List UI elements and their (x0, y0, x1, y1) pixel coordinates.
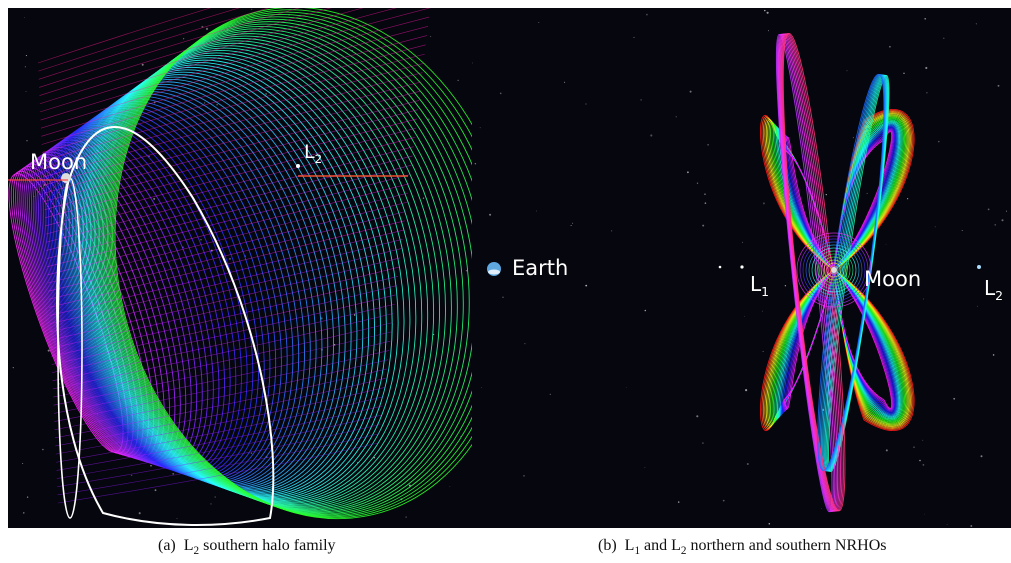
l2-label-a: L2 (304, 141, 323, 166)
moon-marker-a (61, 173, 71, 183)
star-field (472, 9, 1007, 527)
l1-point (718, 265, 722, 269)
halo-orbits (8, 8, 505, 520)
halo-family-image: Moon L2 (8, 8, 505, 528)
nrho-family-image: Earth L1 Moon L2 (472, 8, 1011, 528)
l1-label: L1 (750, 272, 770, 299)
moon-label-b: Moon (864, 267, 922, 291)
caption-a: (a) L2 southern halo family (158, 537, 336, 558)
nrho-family-plot (472, 9, 1007, 527)
halo-family-plot (8, 8, 505, 526)
l2-label-b: L2 (984, 276, 1004, 303)
highlighted-orbit (56, 126, 275, 526)
caption-b: (b) L1 and L2 northern and southern NRHO… (598, 537, 887, 558)
l2-point-a (296, 164, 300, 168)
moon-label-a: Moon (30, 150, 88, 174)
l2-point-b (977, 265, 981, 269)
moon-marker-b (831, 267, 837, 273)
earth-label: Earth (512, 256, 569, 280)
